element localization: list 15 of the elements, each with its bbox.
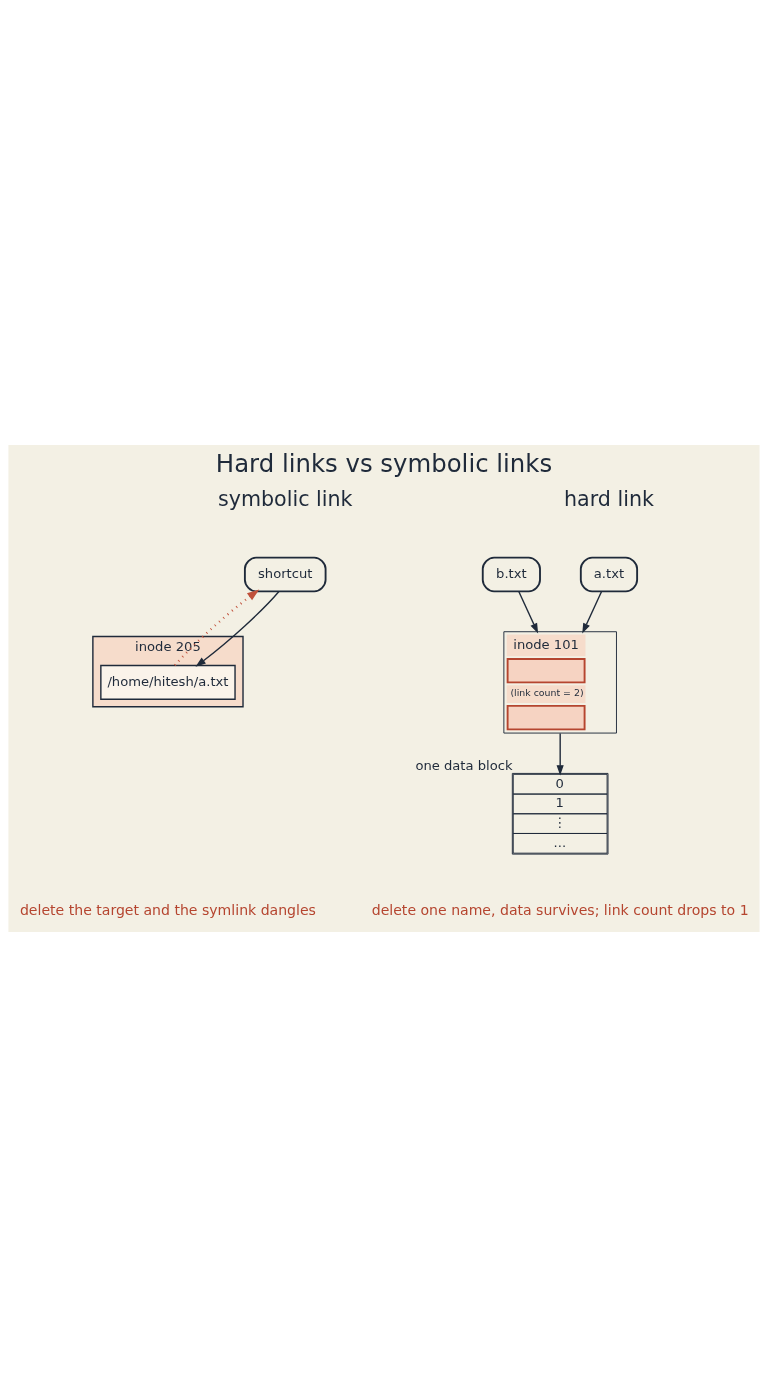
- arrow: [556, 732, 564, 775]
- diagram-title: Hard links vs symbolic links: [215, 448, 553, 478]
- node-box: shortcut: [243, 556, 327, 592]
- node-box: /home/hitesh/a.txt: [100, 664, 236, 700]
- arrow: [582, 590, 603, 634]
- node-label: one data block: [415, 757, 513, 773]
- label: symbolic link: [217, 486, 353, 511]
- node-box: a.txt: [579, 556, 639, 592]
- label: hard link: [563, 486, 654, 511]
- arrow: [518, 590, 539, 634]
- label: delete the target and the symlink dangles: [19, 901, 316, 918]
- label: delete one name, data survives; link count drops to 1: [371, 901, 749, 918]
- arrow: [195, 590, 280, 667]
- arrow: [174, 588, 260, 666]
- node-box: b.txt: [481, 556, 541, 592]
